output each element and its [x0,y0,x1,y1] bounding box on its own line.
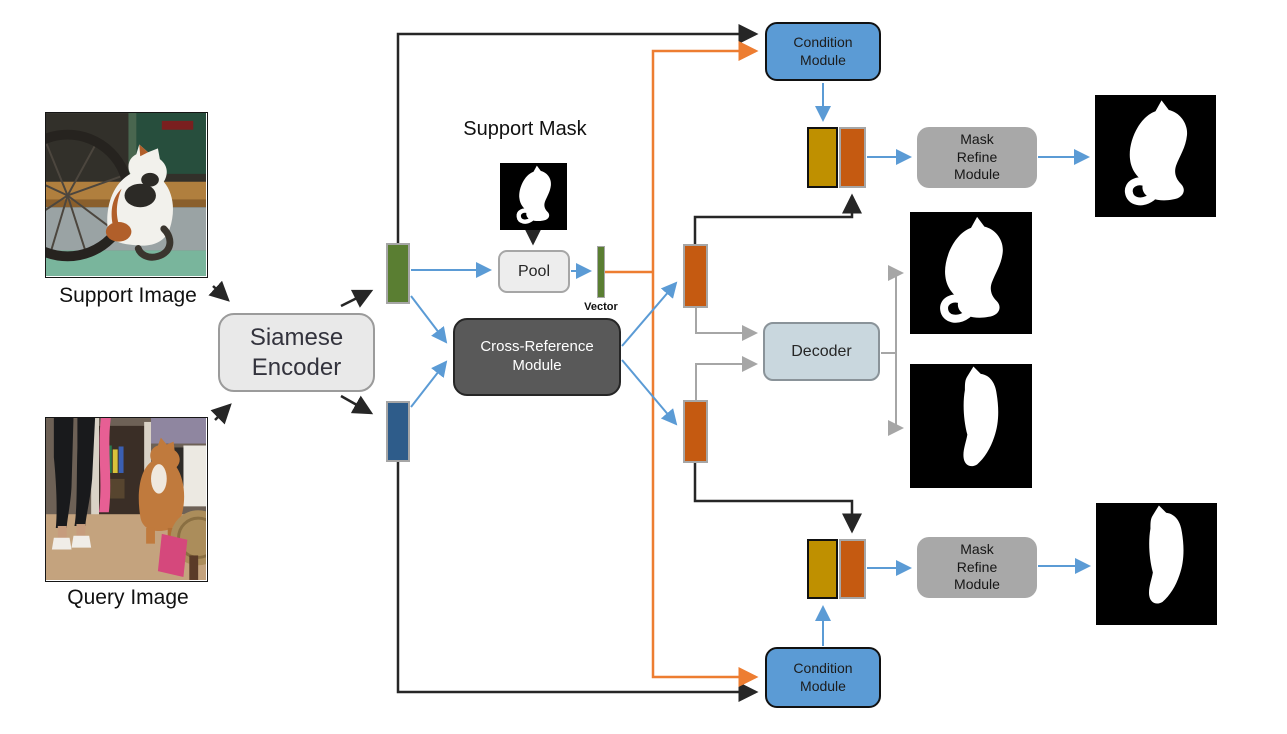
query-feature-bar [386,401,410,462]
query-image-photo [45,417,208,582]
line-orangebar2-to-decoder [695,356,758,400]
line-decoder-to-uppermask [888,265,904,353]
refined-output-mask-query [1096,503,1217,625]
line-query-feature-to-bottom-condition [396,462,759,702]
pool-module: Pool [498,250,570,293]
line-greenbar-to-crm [410,295,448,344]
mask-refine-module-bottom: Mask Refine Module [917,537,1037,598]
reinforced-query-feature-bar [683,400,708,463]
orange-connectors [605,41,759,687]
line-bluebar-to-crm [410,360,448,408]
arrow-queryimage-to-encoder [210,403,232,425]
decoder-support-silhouette [910,212,1032,334]
siamese-encoder-label: Siamese Encoder [249,323,344,381]
line-decoder-to-lowermask [888,353,904,436]
support-image-photo [45,112,208,278]
line-orangebar2-to-bottom-pair [693,463,862,534]
condition-module-top: Condition Module [765,22,881,81]
support-mask-silhouette [500,163,567,230]
support-photo-scene [46,113,206,276]
line-crm-to-orangebar2 [621,359,678,426]
support-image-caption: Support Image [59,284,197,307]
pool-label: Pool [517,262,551,280]
reinforced-support-feature-bar [683,244,708,308]
condition-module-top-label: Condition Module [793,34,853,68]
concat-feature-bar-bottom [839,539,866,599]
refined-query-silhouette [1148,505,1184,604]
query-photo-scene [46,418,206,580]
refined-support-silhouette [1095,95,1216,217]
decoder-module: Decoder [763,322,880,381]
decoder-query-silhouette [963,366,999,467]
vector-label: Vector [584,301,618,313]
query-image-caption: Query Image [67,586,189,609]
mask-refine-module-top: Mask Refine Module [917,127,1037,188]
concat-feature-bar-top [839,127,866,188]
arrow-encoder-to-greenbar [340,289,374,308]
line-orangebar1-to-decoder [695,308,758,341]
arrow-encoder-to-bluebar [340,394,374,415]
line-crm-to-orangebar1 [621,281,678,347]
decoder-output-mask-query [910,364,1032,488]
mask-refine-top-label: Mask Refine Module [954,131,1000,183]
support-feature-bar [386,243,410,304]
condition-module-bottom-label: Condition Module [793,660,853,694]
condition-module-bottom: Condition Module [765,647,881,708]
condition-feature-bar-bottom [807,539,838,599]
cross-reference-module: Cross-Reference Module [453,318,621,396]
line-vector-to-bottom-condition [651,272,759,687]
support-mask-heading: Support Mask [463,118,587,140]
vector-bar [597,246,605,298]
mask-refine-bottom-label: Mask Refine Module [954,541,1000,593]
line-vector-to-top-condition [651,41,759,272]
refined-output-mask-support [1095,95,1216,217]
decoder-label: Decoder [791,342,852,360]
line-orangebar1-to-top-pair [693,193,862,244]
decoder-output-mask-support [910,212,1032,334]
support-mask-image [500,163,567,230]
cross-reference-label: Cross-Reference Module [480,338,594,374]
condition-feature-bar-top [807,127,838,188]
siamese-encoder-module: Siamese Encoder [218,313,375,392]
